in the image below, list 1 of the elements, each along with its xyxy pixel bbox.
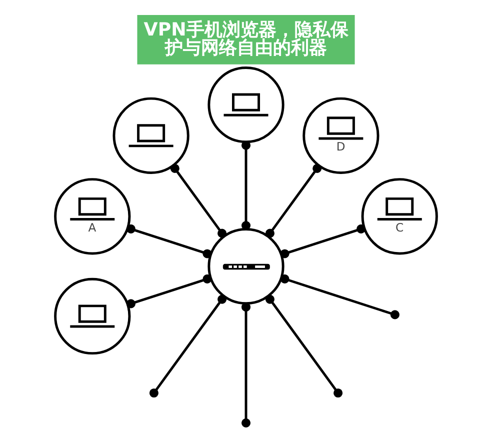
diagram-title: VPN手机浏览器，隐私保护与网络自由的利器 — [144, 19, 348, 58]
